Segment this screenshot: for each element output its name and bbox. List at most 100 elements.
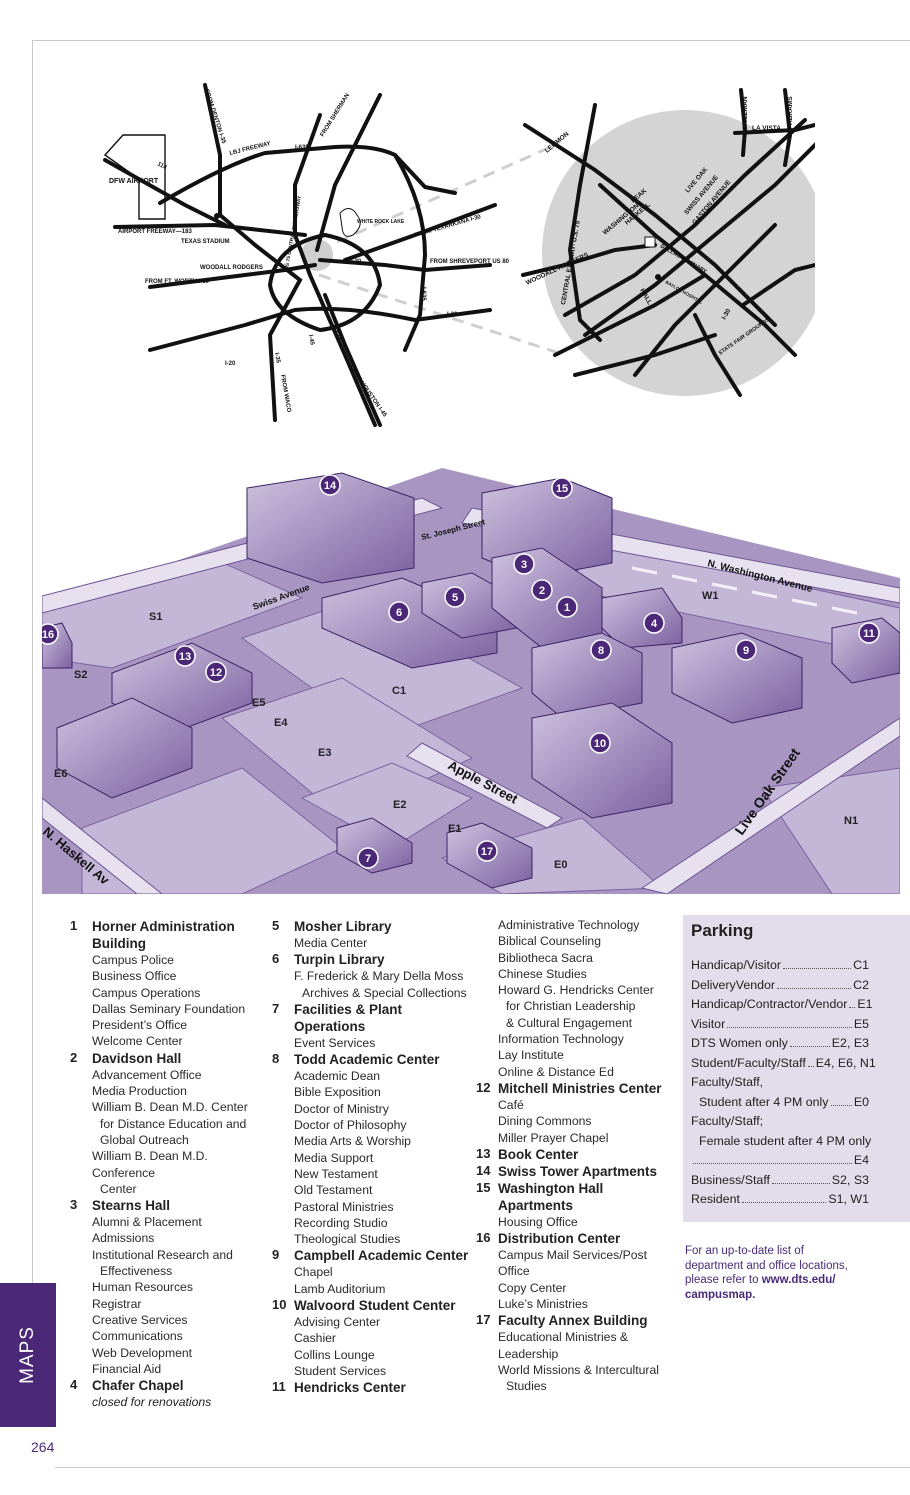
street-haskell [42,797,163,894]
marker-5[interactable]: 5 [444,586,466,608]
svg-text:I-20: I-20 [225,361,236,367]
legend-office: Luke’s Ministries [498,1297,588,1312]
svg-text:FROM WACO: FROM WACO [279,374,292,413]
legend-number: 1 [70,918,78,933]
legend-building-name: Todd Academic Center [294,1052,440,1068]
legend-building-name: Hendricks Center [294,1380,406,1396]
marker-16[interactable]: 16 [42,623,59,645]
marker-9[interactable]: 9 [735,639,757,661]
legend-office: for Christian Leadership [506,999,636,1014]
legend-office: Information Technology [498,1032,624,1047]
marker-13[interactable]: 13 [174,645,196,667]
svg-text:WHITE ROCK LAKE: WHITE ROCK LAKE [357,219,405,225]
marker-15[interactable]: 15 [551,477,573,499]
legend-number: 8 [272,1051,280,1067]
parking-label: Student after 4 PM only [699,1094,829,1109]
building-hendricks-center [831,617,900,684]
legend-office: Administrative Technology [498,918,640,932]
building-campbell-academic [671,632,803,724]
svg-text:17: 17 [481,846,493,858]
legend-office: Doctor of Ministry [294,1101,389,1116]
parking-row: Business/Staff S2, S3 [691,1171,869,1191]
legend-office: Online & Distance Ed [498,1064,614,1079]
legend-office: Copy Center [498,1280,567,1295]
info-text: For an up-to-date list of department and… [685,1245,848,1286]
marker-14[interactable]: 14 [319,474,341,496]
legend-office: Housing Office [498,1214,578,1229]
parking-label: Business/Staff [691,1172,770,1187]
svg-text:10: 10 [594,738,606,750]
legend-office: Financial Aid [92,1361,162,1376]
leader-dots [727,1026,852,1028]
legend-office: New Testament [294,1166,378,1181]
legend-office: Collins Lounge [294,1347,375,1362]
legend-office: F. Frederick & Mary Della Moss [294,969,464,984]
parking-label: DeliveryVendor [691,977,776,992]
marker-7[interactable]: 7 [357,847,379,869]
leader-dots [741,1202,827,1203]
legend-office: Global Outreach [100,1132,189,1147]
page-frame-bottom [55,1467,910,1468]
marker-12[interactable]: 12 [205,661,227,683]
legend-office: William B. Dean M.D. Center [92,1100,248,1115]
legend-office: Café [498,1097,524,1112]
marker-10[interactable]: 10 [589,732,611,754]
svg-text:11: 11 [863,628,875,640]
legend-number: 5 [272,918,280,933]
legend-office: Media Support [294,1150,374,1165]
legend-office: Advancement Office [92,1067,202,1082]
leader-dots [693,1163,852,1164]
marker-1[interactable]: 1 [556,596,578,618]
legend-number: 16 [476,1230,491,1246]
parking-row: Female student after 4 PM only [691,1132,872,1152]
marker-4[interactable]: 4 [643,612,665,634]
maps-tab-label: MAPS [17,1326,38,1384]
legend-building-name: Facilities & Plant Operations [294,1001,403,1034]
svg-text:I-35: I-35 [273,352,281,364]
marker-3[interactable]: 3 [513,553,535,575]
legend-office: Dining Commons [498,1114,592,1129]
legend-building-name: Campbell Academic Center [294,1248,469,1264]
legend-office: Media Arts & Worship [294,1134,411,1149]
leader-dots [807,1065,814,1067]
parking-row: E4 [691,1151,869,1171]
svg-text:12: 12 [210,667,222,679]
legend-building-name: Davidson Hall [92,1050,182,1066]
marker-2[interactable]: 2 [531,579,553,601]
page-frame-left [32,40,33,1285]
legend-number: 7 [272,1000,280,1016]
svg-text:I-20: I-20 [447,312,458,318]
leader-dots [849,1007,856,1008]
marker-6[interactable]: 6 [388,601,410,623]
svg-text:E5: E5 [252,697,265,709]
parking-lot-code: S2, S3 [831,1172,869,1187]
legend-number: 2 [70,1049,78,1065]
marker-17[interactable]: 17 [476,840,498,862]
legend-office: Lamb Auditorium [294,1281,386,1296]
legend-office: Theological Studies [294,1232,401,1247]
marker-11[interactable]: 11 [858,622,880,644]
marker-8[interactable]: 8 [590,639,612,661]
svg-text:US 75: US 75 [331,324,343,342]
svg-text:DFW AIRPORT: DFW AIRPORT [109,178,159,185]
legend-building-name: Washington Hall Apartments [498,1180,604,1213]
building-todd-academic [531,632,643,719]
svg-text:14: 14 [324,480,337,492]
svg-text:6: 6 [396,607,402,619]
svg-text:E4: E4 [274,717,288,729]
legend-office: Bible Exposition [294,1085,381,1100]
legend-office: Howard G. Hendricks Center [498,983,654,998]
parking-label: Female student after 4 PM only [699,1133,872,1148]
building-west-annex [56,697,193,799]
parking-lot-code: E2, E3 [831,1036,869,1050]
info-link[interactable]: www.dts.edu/ campusmap. [685,1274,836,1301]
svg-text:4: 4 [651,618,658,630]
